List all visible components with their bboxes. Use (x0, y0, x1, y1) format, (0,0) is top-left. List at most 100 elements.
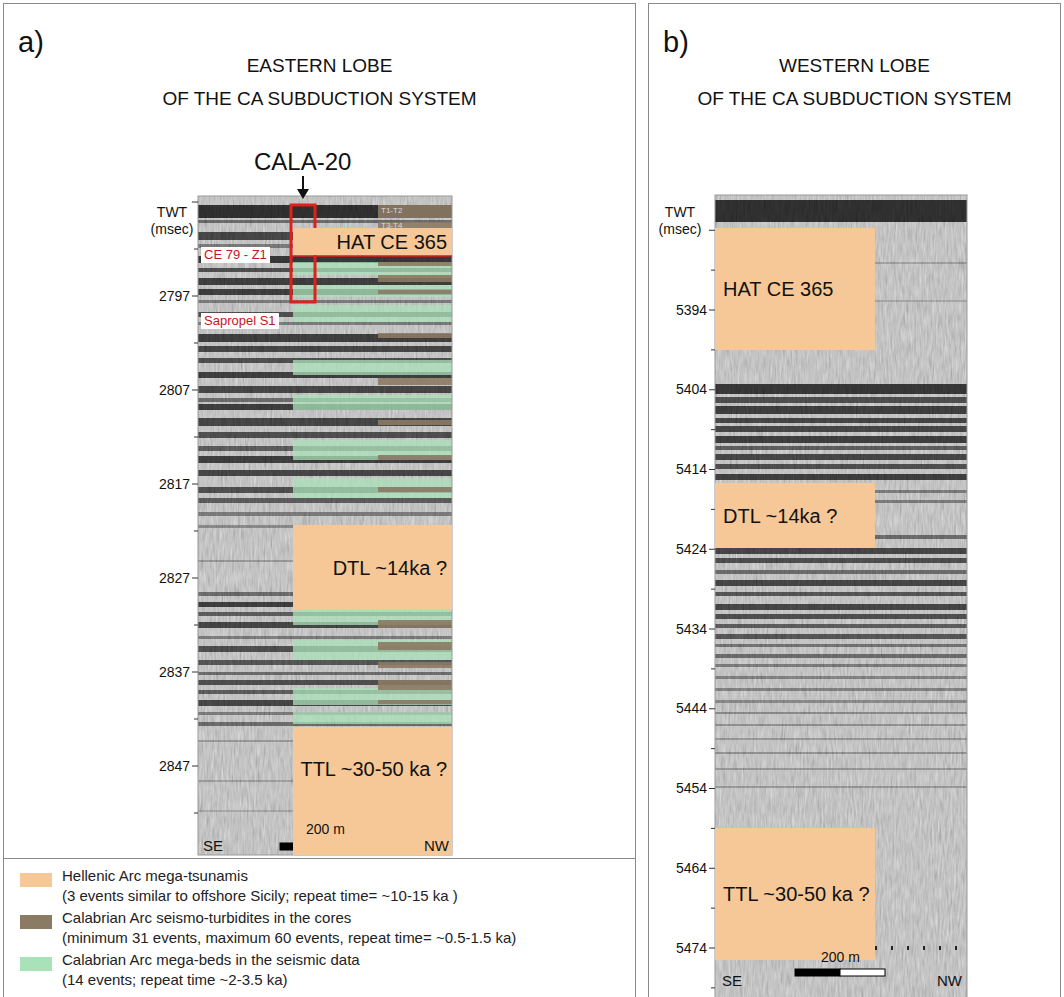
axis-tick (711, 668, 715, 669)
seismic-ground (715, 195, 967, 997)
axis-tick (709, 788, 715, 789)
megabed-overlay (293, 640, 452, 660)
legend-swatch (20, 873, 52, 887)
panel-letter: b) (663, 26, 689, 59)
axis-tick (194, 813, 198, 814)
megabed-overlay (293, 478, 452, 498)
scale-bar (795, 969, 840, 976)
axis-tick-label: 5454 (676, 780, 707, 797)
direction-label: SE (203, 837, 223, 855)
axis-tick (709, 629, 715, 630)
scale-label: 200 m (306, 821, 345, 838)
turbidite-overlay (378, 455, 452, 460)
legend-text: Calabrian Arc mega-beds in the seismic d… (62, 950, 360, 990)
turbidite-overlay (378, 642, 452, 650)
seismic-noise (715, 195, 967, 997)
seismic-noise (198, 196, 452, 855)
core-arrow (302, 176, 304, 190)
turbidite-overlay (378, 700, 452, 704)
horizon-label: CE 79 - Z1 (201, 247, 270, 263)
tsunami-band: DTL ~14ka ? (293, 525, 452, 610)
megabed-overlay (293, 712, 452, 724)
band-label: DTL ~14ka ? (333, 556, 447, 580)
axis-tick-label: 2847 (159, 758, 190, 775)
axis-tick (192, 766, 198, 767)
axis-tick-label: 5474 (676, 940, 707, 957)
seismic-noise (715, 195, 967, 997)
core-arrowhead (297, 189, 309, 199)
axis-tick (194, 531, 198, 532)
axis-tick (194, 343, 198, 344)
legend-text: Calabrian Arc seismo-turbidites in the c… (62, 908, 516, 948)
turbidite-overlay (378, 290, 452, 294)
megabed-overlay (293, 395, 452, 410)
legend-swatch (20, 915, 52, 929)
megabed-overlay (293, 262, 452, 275)
axis-tick-label: 5394 (676, 302, 707, 319)
tsunami-band: DTL ~14ka ? (715, 483, 875, 548)
axis-tick-label: 5414 (676, 461, 707, 478)
turbidite-overlay (378, 487, 452, 492)
tsunami-band: HAT CE 365 (293, 228, 452, 255)
band-label: HAT CE 365 (337, 230, 447, 254)
axis-tick (194, 249, 198, 250)
legend-swatch (20, 957, 52, 971)
axis-tick (711, 429, 715, 430)
axis-tick (192, 296, 198, 297)
panel-title: EASTERN LOBE OF THE CA SUBDUCTION SYSTEM (4, 49, 635, 115)
axis-tick (709, 389, 715, 390)
megabed-overlay (293, 440, 452, 460)
axis-tick (711, 589, 715, 590)
direction-label: NW (424, 837, 449, 855)
turbidite-overlay (378, 378, 452, 385)
figure-panel: b)WESTERN LOBE OF THE CA SUBDUCTION SYST… (648, 3, 1061, 997)
tsunami-band: HAT CE 365 (715, 228, 875, 350)
band-label: HAT CE 365 (723, 277, 833, 301)
axis-tick (709, 549, 715, 550)
turbidite-overlay (378, 333, 452, 338)
profile-frame (715, 195, 967, 997)
axis-tick-label: 5444 (676, 700, 707, 717)
turbidite-overlay (378, 680, 452, 690)
axis-tick (711, 987, 715, 988)
megabed-overlay (293, 285, 452, 297)
axis-tick (192, 390, 198, 391)
megabed-overlay (293, 360, 452, 375)
turbidite-overlay (378, 420, 452, 425)
axis-tick-label: 2817 (159, 476, 190, 493)
turbidite-label: T1-T2 (381, 206, 402, 216)
turbidite-overlay (378, 620, 452, 628)
scale-label: 200 m (821, 949, 860, 966)
band-label: DTL ~14ka ? (723, 504, 837, 528)
axis-tick (711, 748, 715, 749)
turbidite-overlay (378, 205, 452, 218)
axis-tick (192, 202, 198, 203)
band-label: TTL ~30-50 ka ? (723, 882, 870, 906)
seismic-noise (198, 196, 452, 855)
core-label: CALA-20 (254, 147, 351, 176)
turbidite-overlay (378, 662, 452, 668)
axis-tick-label: 2827 (159, 570, 190, 587)
legend-text: Hellenic Arc mega-tsunamis (3 events sim… (62, 866, 458, 906)
axis-tick (194, 437, 198, 438)
axis-tick (194, 625, 198, 626)
direction-label: NW (937, 972, 962, 990)
scale-bar (840, 969, 885, 976)
axis-tick-label: 2837 (159, 664, 190, 681)
horizon-label: Sapropel S1 (201, 313, 279, 329)
seismic-profile (198, 195, 967, 997)
axis-tick (709, 469, 715, 470)
axis-title: TWT (msec) (146, 204, 198, 238)
axis-tick-label: 2807 (159, 382, 190, 399)
megabed-overlay (293, 305, 452, 322)
axis-tick-label: 5424 (676, 541, 707, 558)
turbidite-label: T3-T4 (381, 221, 402, 231)
panel-letter: a) (18, 26, 44, 59)
axis-tick (192, 484, 198, 485)
axis-tick (709, 708, 715, 709)
axis-tick (192, 578, 198, 579)
axis-tick-label: 5434 (676, 621, 707, 638)
turbidite-overlay (378, 275, 452, 282)
axis-tick (194, 719, 198, 720)
